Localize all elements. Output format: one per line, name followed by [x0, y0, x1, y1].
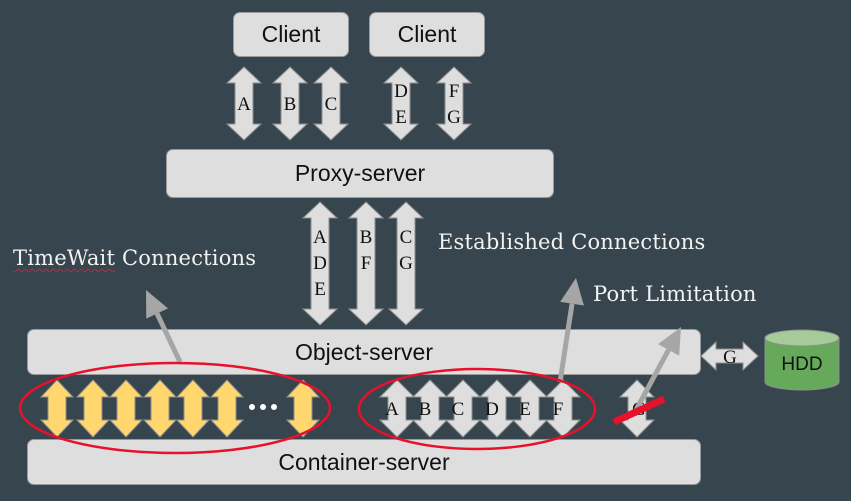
established-pointer-head: [560, 278, 584, 306]
hdd-connection-arrow: [700, 340, 759, 372]
timewait-pointer-head: [146, 290, 168, 319]
container-server-label: Container-server: [278, 448, 450, 475]
client-box-1[interactable]: Client: [233, 12, 349, 57]
timewait-arrow: [108, 379, 144, 438]
port-limitation-label: Port Limitation: [593, 282, 757, 306]
hdd-label: HDD: [781, 354, 822, 375]
timewait-arrow: [75, 379, 111, 438]
proxy-object-arrows: ADE BF CG: [301, 201, 425, 326]
ellipsis-dot: [260, 404, 266, 410]
timewait-arrow: [175, 379, 211, 438]
connection-arrow: [382, 66, 420, 141]
established-label: D: [485, 399, 499, 420]
proxy-server-label: Proxy-server: [294, 160, 426, 186]
connection-label: D: [394, 81, 408, 102]
established-label: E: [519, 399, 531, 420]
timewait-highlight-ellipse: [18, 361, 332, 455]
timewait-arrow: [39, 379, 75, 438]
object-server-box[interactable]: Object-server: [27, 329, 701, 375]
connection-arrow: [312, 66, 350, 141]
connection-arrow: [301, 201, 339, 326]
established-label: A: [385, 399, 399, 420]
ellipsis-dot: [249, 404, 255, 410]
connection-label: E: [395, 107, 407, 128]
connection-label: G: [447, 107, 461, 128]
connection-label: C: [325, 94, 338, 115]
port-limitation-pointer-shaft: [633, 348, 671, 412]
connection-label: B: [284, 94, 297, 115]
hdd-cylinder-body[interactable]: [764, 337, 840, 391]
hdd-connection-label: G: [723, 347, 737, 368]
established-arrow: [378, 379, 416, 438]
ellipsis-dot: [271, 404, 277, 410]
connection-arrow: [225, 66, 263, 141]
client-box-2[interactable]: Client: [369, 12, 485, 57]
connection-label: F: [449, 81, 460, 102]
timewait-connections-label: TimeWait Connections: [13, 246, 256, 270]
established-label: F: [553, 399, 564, 420]
pointer-arrows: [146, 278, 681, 426]
established-connections-label: Established Connections: [438, 230, 706, 254]
client-label-2: Client: [397, 21, 457, 47]
connection-label: D: [313, 253, 327, 274]
object-server-label: Object-server: [294, 338, 434, 365]
established-label: C: [452, 399, 465, 420]
connection-label: B: [360, 227, 373, 248]
established-arrow: [511, 379, 549, 438]
client-proxy-arrows: A B C DE FG: [225, 66, 473, 141]
connection-arrow: [435, 66, 473, 141]
established-pointer-shaft: [557, 303, 575, 383]
port-blocked-strike: [612, 395, 666, 426]
timewait-arrow: [285, 379, 321, 438]
proxy-server-box[interactable]: Proxy-server: [166, 149, 554, 198]
connection-label: F: [361, 253, 372, 274]
container-server-box[interactable]: Container-server: [27, 439, 701, 485]
timewait-arrow: [209, 379, 245, 438]
hdd-cylinder-top: [764, 329, 840, 347]
connection-label: A: [237, 94, 251, 115]
highlight-ellipses: [18, 361, 597, 455]
connection-label: G: [399, 253, 413, 274]
connection-arrow: [271, 66, 309, 141]
established-label: B: [419, 399, 432, 420]
connection-label: A: [313, 227, 327, 248]
timewait-arrows: [39, 379, 321, 438]
client-label-1: Client: [261, 21, 321, 47]
established-highlight-ellipse: [357, 367, 597, 451]
timewait-word: TimeWait: [13, 246, 116, 270]
port-limitation-pointer-head: [658, 327, 681, 356]
hdd-group: G HDD: [700, 329, 840, 391]
connection-label: C: [400, 227, 413, 248]
connections-word: Connections: [122, 246, 257, 270]
timewait-arrow: [142, 379, 178, 438]
connection-label: E: [314, 279, 326, 300]
established-arrow: [444, 379, 482, 438]
established-arrow: [478, 379, 516, 438]
connection-arrow: [347, 201, 385, 326]
connection-arrow: [387, 201, 425, 326]
timewait-pointer-shaft: [154, 312, 183, 364]
established-arrow: [411, 379, 449, 438]
